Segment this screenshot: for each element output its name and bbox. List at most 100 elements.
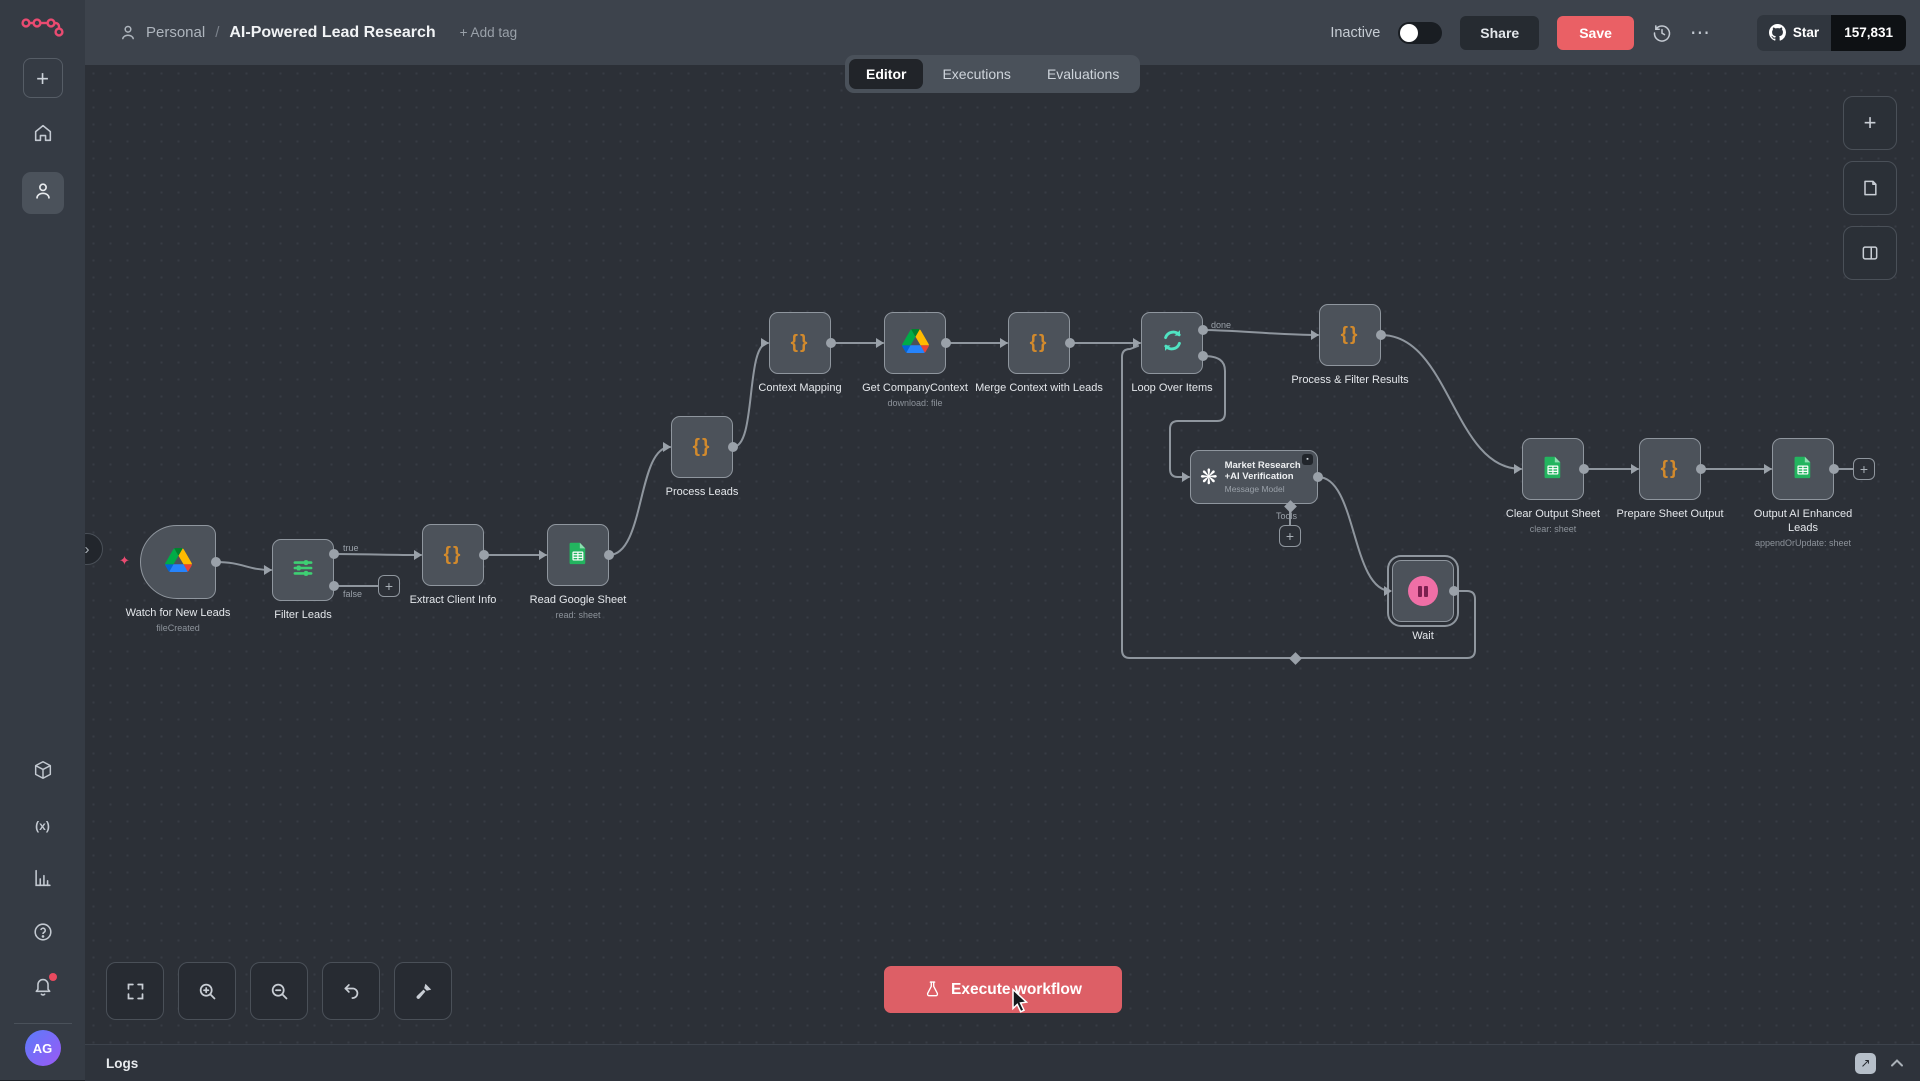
- sidebar-item-variables[interactable]: (x): [22, 805, 64, 847]
- sidebar-item-home[interactable]: [22, 114, 64, 156]
- broom-icon: [413, 981, 434, 1002]
- top-header: Personal / AI-Powered Lead Research + Ad…: [85, 0, 1920, 65]
- breadcrumb-project[interactable]: Personal: [146, 24, 206, 41]
- workflow-node-pfr[interactable]: {}: [1319, 304, 1381, 366]
- workflow-title[interactable]: AI-Powered Lead Research: [229, 23, 436, 41]
- output-connector[interactable]: [329, 549, 339, 559]
- filter-icon: [290, 555, 316, 586]
- input-connector[interactable]: [761, 338, 769, 348]
- sidebar-item-notifications[interactable]: [22, 967, 64, 1009]
- input-connector[interactable]: [1311, 330, 1319, 340]
- undo-icon: [341, 981, 362, 1002]
- add-connected-node-button[interactable]: +: [1853, 458, 1875, 480]
- input-connector[interactable]: [1631, 464, 1639, 474]
- input-connector[interactable]: [1133, 338, 1141, 348]
- output-connector[interactable]: [1449, 586, 1459, 596]
- input-connector[interactable]: [1000, 338, 1008, 348]
- workflow-node-watch[interactable]: [140, 525, 216, 599]
- logs-panel[interactable]: Logs ↗: [85, 1044, 1920, 1081]
- output-connector[interactable]: [728, 442, 738, 452]
- node-label-process: Process Leads: [665, 486, 739, 498]
- create-workflow-button[interactable]: +: [22, 58, 63, 98]
- output-connector[interactable]: [1829, 464, 1839, 474]
- input-connector[interactable]: [1384, 586, 1392, 596]
- tab-evaluations[interactable]: Evaluations: [1030, 59, 1136, 89]
- loop-icon: [1158, 326, 1187, 360]
- input-connector[interactable]: [663, 442, 671, 452]
- node-label-context: Context Mapping: [758, 382, 842, 394]
- input-connector[interactable]: [264, 565, 272, 575]
- trigger-pin-icon: ✦: [119, 553, 130, 568]
- sidebar-item-templates[interactable]: [22, 751, 64, 793]
- add-sticky-note-button[interactable]: [1843, 161, 1897, 215]
- output-connector[interactable]: [329, 581, 339, 591]
- workflow-node-process[interactable]: {}: [671, 416, 733, 478]
- input-connector[interactable]: [876, 338, 884, 348]
- more-options-button[interactable]: ⋯: [1689, 22, 1711, 44]
- add-connected-node-button[interactable]: +: [1279, 525, 1301, 547]
- tab-executions[interactable]: Executions: [925, 59, 1027, 89]
- output-connector[interactable]: [1696, 464, 1706, 474]
- output-connector[interactable]: [479, 550, 489, 560]
- code-icon: {}: [443, 544, 463, 565]
- n8n-logo-icon[interactable]: [20, 10, 66, 40]
- output-connector[interactable]: [826, 338, 836, 348]
- expand-logs-button[interactable]: [1890, 1058, 1904, 1068]
- node-label-filter: Filter Leads: [274, 609, 332, 621]
- input-connector[interactable]: [539, 550, 547, 560]
- input-connector[interactable]: [1514, 464, 1522, 474]
- output-connector[interactable]: [1313, 472, 1323, 482]
- zoom-out-button[interactable]: [250, 962, 308, 1020]
- workflow-node-wait[interactable]: [1392, 560, 1454, 622]
- workflow-node-output[interactable]: [1772, 438, 1834, 500]
- sidebar-item-help[interactable]: [22, 913, 64, 955]
- node-subtitle: clear: sheet: [1529, 523, 1577, 534]
- workflow-node-clear[interactable]: [1522, 438, 1584, 500]
- workflow-canvas[interactable]: › Execute workflow +: [85, 65, 1920, 1044]
- output-connector[interactable]: [1198, 351, 1208, 361]
- wait-icon: [1408, 576, 1438, 606]
- split-panel-button[interactable]: [1843, 226, 1897, 280]
- output-connector[interactable]: [1376, 330, 1386, 340]
- code-icon: {}: [692, 436, 712, 457]
- output-connector[interactable]: [1579, 464, 1589, 474]
- tab-editor[interactable]: Editor: [849, 59, 924, 89]
- history-button[interactable]: [1652, 23, 1672, 43]
- add-tag-button[interactable]: + Add tag: [459, 25, 518, 40]
- github-star-widget[interactable]: Star 157,831: [1756, 14, 1906, 51]
- tidy-up-button[interactable]: [394, 962, 452, 1020]
- add-node-button[interactable]: +: [1843, 96, 1897, 150]
- input-connector[interactable]: [414, 550, 422, 560]
- sidebar-item-personal[interactable]: [21, 172, 64, 214]
- output-connector[interactable]: [1065, 338, 1075, 348]
- save-button[interactable]: Save: [1557, 15, 1634, 50]
- workflow-node-prepare[interactable]: {}: [1639, 438, 1701, 500]
- workflow-node-merge[interactable]: {}: [1008, 312, 1070, 374]
- sidebar-item-insights[interactable]: [22, 859, 64, 901]
- workflow-node-filter[interactable]: [272, 539, 334, 601]
- output-connector[interactable]: [604, 550, 614, 560]
- workflow-node-extract[interactable]: {}: [422, 524, 484, 586]
- open-logs-window-button[interactable]: ↗: [1855, 1052, 1876, 1074]
- workflow-node-getco[interactable]: [884, 312, 946, 374]
- zoom-to-fit-button[interactable]: [106, 962, 164, 1020]
- node-label-merge: Merge Context with Leads: [975, 382, 1103, 394]
- activation-toggle[interactable]: [1398, 21, 1443, 44]
- undo-button[interactable]: [322, 962, 380, 1020]
- workflow-node-context[interactable]: {}: [769, 312, 831, 374]
- output-connector[interactable]: [941, 338, 951, 348]
- add-connected-node-button[interactable]: +: [378, 575, 400, 597]
- user-avatar[interactable]: AG: [24, 1030, 61, 1066]
- input-connector[interactable]: [1764, 464, 1772, 474]
- output-connector[interactable]: [211, 557, 221, 567]
- share-button[interactable]: Share: [1460, 15, 1540, 50]
- zoom-in-button[interactable]: [178, 962, 236, 1020]
- workflow-node-read[interactable]: [547, 524, 609, 586]
- output-connector[interactable]: [1198, 325, 1208, 335]
- input-connector[interactable]: [1182, 472, 1190, 482]
- workflow-node-loop[interactable]: [1141, 312, 1203, 374]
- execute-workflow-button[interactable]: Execute workflow: [884, 966, 1122, 1013]
